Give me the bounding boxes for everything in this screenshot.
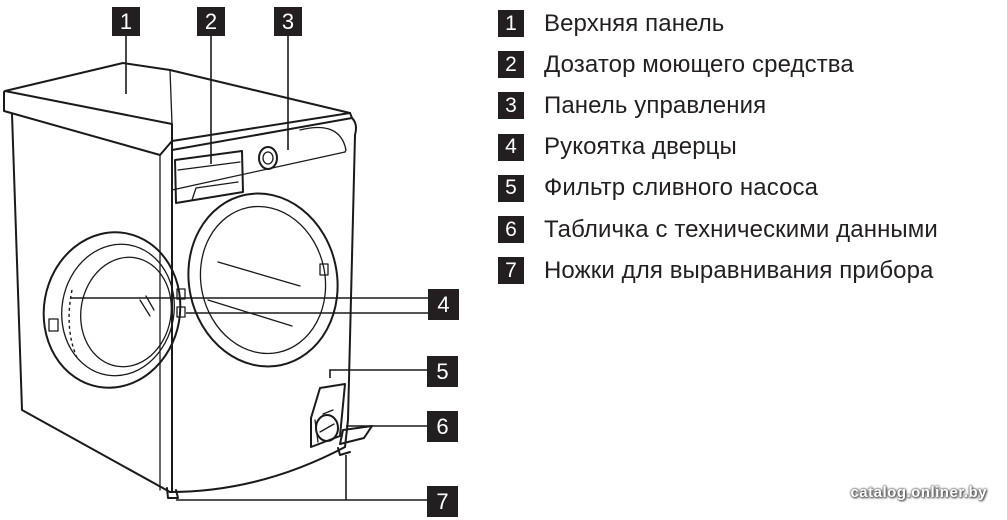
callout-2: 2 [197, 7, 225, 36]
legend-number: 7 [498, 257, 524, 285]
detergent-dispenser [174, 150, 244, 204]
washing-machine-illustration [3, 62, 373, 499]
callout-1: 1 [112, 7, 140, 36]
drain-pump-filter [310, 383, 346, 448]
legend: 1 Верхняя панель 2 Дозатор моющего средс… [498, 3, 1007, 291]
svg-text:3: 3 [282, 9, 294, 34]
legend-number: 4 [498, 133, 524, 161]
legend-number: 6 [498, 216, 524, 244]
legend-number: 1 [498, 10, 524, 38]
levelling-feet [166, 487, 179, 499]
svg-text:6: 6 [436, 414, 448, 439]
washing-machine-diagram: 1 2 3 4 5 6 7 [3, 7, 459, 517]
rating-plate [339, 425, 373, 445]
open-door [42, 231, 182, 389]
legend-label: Дозатор моющего средства [544, 50, 854, 78]
legend-item: 3 Панель управления [498, 85, 1007, 126]
legend-label: Ножки для выравнивания прибора [544, 256, 934, 284]
svg-text:1: 1 [120, 9, 132, 34]
svg-text:2: 2 [205, 9, 217, 34]
door-handle [176, 288, 186, 300]
legend-number: 3 [498, 92, 524, 120]
callout-4: 4 [428, 289, 459, 320]
callout-3: 3 [274, 7, 302, 36]
legend-item: 2 Дозатор моющего средства [498, 44, 1007, 85]
legend-label: Табличка с техническими данными [544, 215, 938, 243]
door-porthole-frame [187, 192, 339, 368]
control-knob [258, 146, 278, 170]
top-panel [3, 90, 173, 156]
legend-number: 5 [498, 174, 524, 202]
legend-number: 2 [498, 51, 524, 79]
callout-7: 7 [427, 486, 458, 517]
svg-text:4: 4 [437, 292, 449, 317]
callout-5: 5 [427, 356, 458, 387]
watermark: catalog.onliner.by [850, 484, 987, 501]
legend-item: 1 Верхняя панель [498, 3, 1007, 44]
legend-label: Рукоятка дверцы [544, 133, 737, 161]
legend-item: 5 Фильтр сливного насоса [498, 168, 1007, 209]
svg-text:5: 5 [436, 359, 448, 384]
legend-label: Фильтр сливного насоса [544, 174, 819, 202]
legend-item: 6 Табличка с техническими данными [498, 209, 1007, 250]
leader-lines [70, 36, 428, 501]
legend-item: 4 Рукоятка дверцы [498, 127, 1007, 168]
legend-label: Верхняя панель [544, 9, 725, 37]
callout-6: 6 [427, 411, 458, 442]
legend-item: 7 Ножки для выравнивания прибора [498, 250, 1007, 291]
legend-label: Панель управления [544, 91, 767, 119]
svg-text:7: 7 [436, 489, 448, 514]
